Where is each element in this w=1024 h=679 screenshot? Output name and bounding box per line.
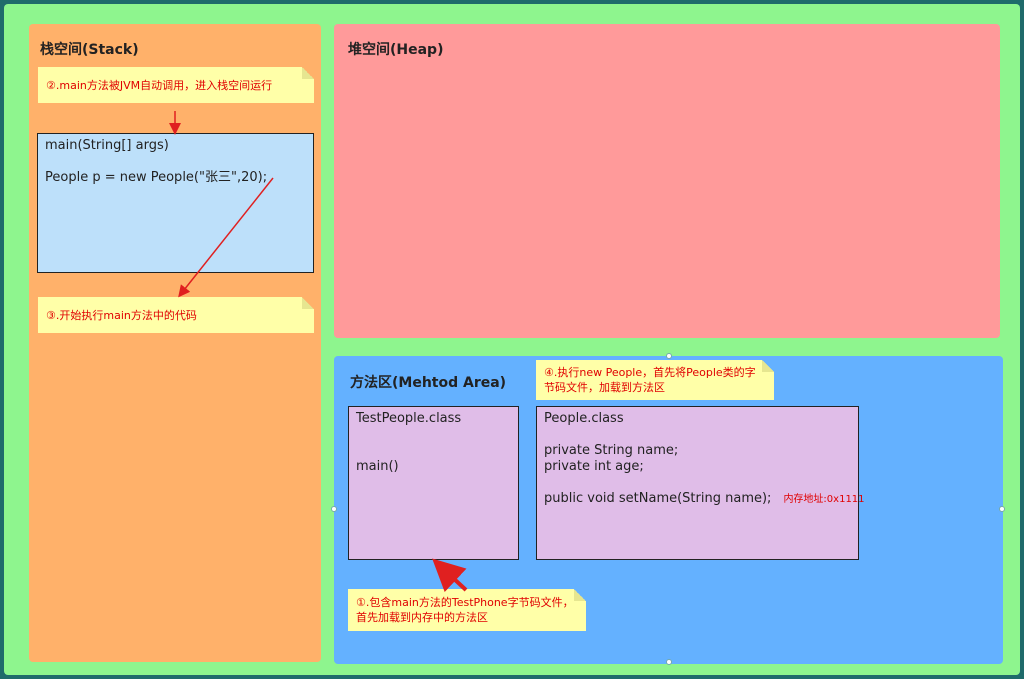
people-field-name: private String name; bbox=[544, 443, 679, 458]
stack-title: 栈空间(Stack) bbox=[40, 42, 139, 58]
resize-handle-top[interactable] bbox=[666, 353, 672, 359]
people-class-address: 内存地址:0x1111 bbox=[783, 494, 865, 505]
resize-handle-right[interactable] bbox=[999, 506, 1005, 512]
test-people-main-method: main() bbox=[356, 459, 399, 474]
test-people-class-name: TestPeople.class bbox=[356, 411, 462, 426]
people-method-setname-text: public void setName(String name); bbox=[544, 491, 772, 506]
heap-title: 堆空间(Heap) bbox=[348, 42, 444, 58]
diagram-canvas: 栈空间(Stack) ②.main方法被JVM自动调用，进入栈空间运行 main… bbox=[4, 4, 1020, 675]
note-load-testphone: ①.包含main方法的TestPhone字节码文件，首先加载到内存中的方法区 bbox=[348, 589, 586, 631]
stack-frame-signature: main(String[] args) bbox=[45, 138, 169, 153]
stack-region: 栈空间(Stack) ②.main方法被JVM自动调用，进入栈空间运行 main… bbox=[29, 24, 321, 662]
test-people-class-box: TestPeople.class main() bbox=[348, 406, 519, 560]
people-class-name: People.class bbox=[544, 411, 624, 426]
main-stack-frame: main(String[] args) People p = new Peopl… bbox=[37, 133, 314, 273]
people-field-age: private int age; bbox=[544, 459, 644, 474]
heap-region: 堆空间(Heap) bbox=[334, 24, 1000, 338]
note-start-exec: ③.开始执行main方法中的代码 bbox=[38, 297, 314, 333]
people-method-setname: public void setName(String name); 内存地址:0x… bbox=[544, 491, 865, 508]
stack-frame-statement: People p = new People("张三",20); bbox=[45, 170, 268, 185]
method-area-region: 方法区(Mehtod Area) ④.执行new People，首先将Peopl… bbox=[334, 356, 1003, 664]
resize-handle-left[interactable] bbox=[331, 506, 337, 512]
method-area-title: 方法区(Mehtod Area) bbox=[350, 375, 507, 391]
resize-handle-bottom[interactable] bbox=[666, 659, 672, 665]
note-main-called: ②.main方法被JVM自动调用，进入栈空间运行 bbox=[38, 67, 314, 103]
note-new-people: ④.执行new People，首先将People类的字节码文件，加载到方法区 bbox=[536, 360, 774, 400]
people-class-box: People.class private String name; privat… bbox=[536, 406, 865, 560]
